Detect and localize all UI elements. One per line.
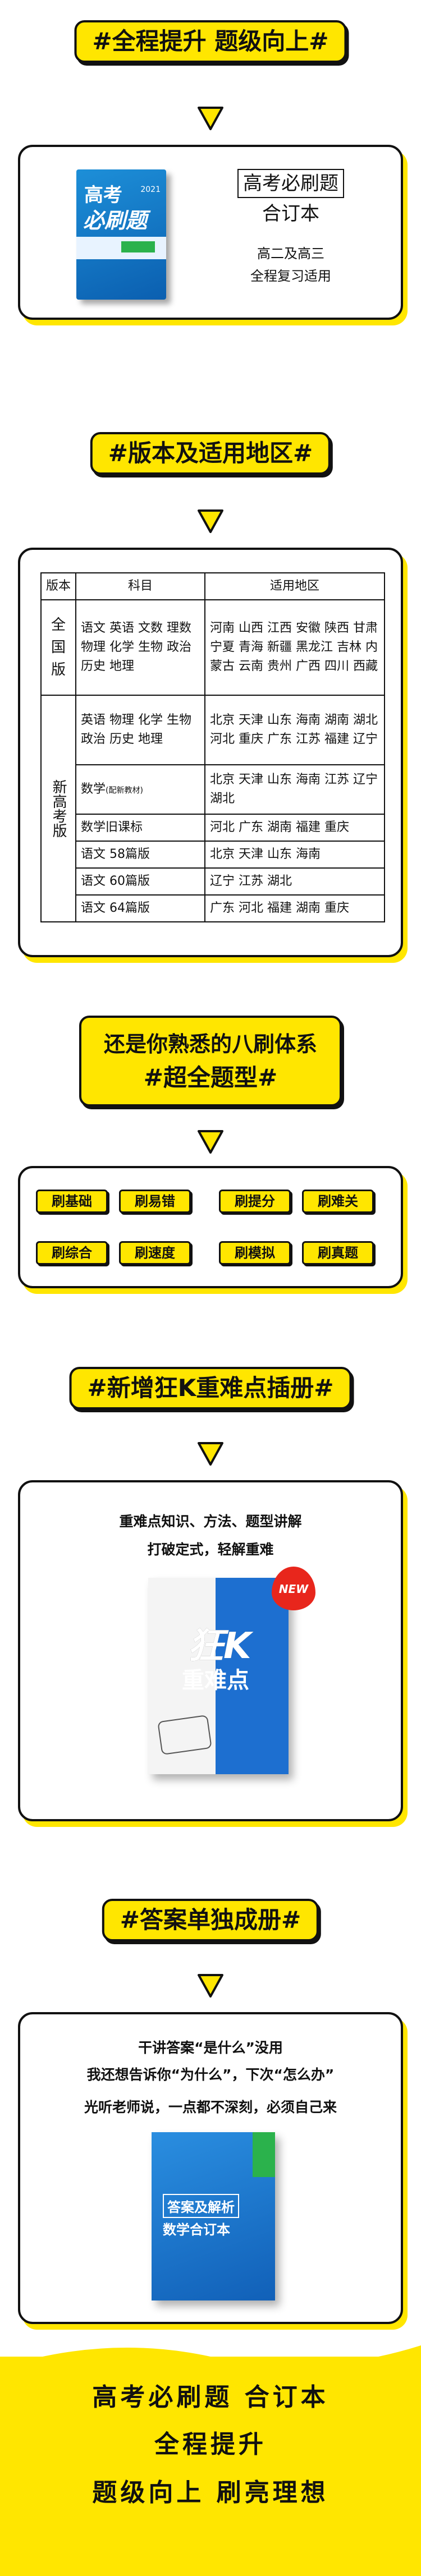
book-title-bottom: 必刷题: [83, 208, 148, 233]
tag-comprehensive: 刷综合: [36, 1241, 108, 1265]
footer-line-1: 高考必刷题 合订本: [92, 2383, 329, 2412]
tags-card: 刷基础 刷易错 刷提分 刷难关 刷综合 刷速度 刷模拟 刷真题: [18, 1166, 403, 1288]
footer-line-3: 题级向上 刷亮理想: [92, 2478, 329, 2507]
tag-score: 刷提分: [219, 1190, 291, 1213]
section-title-2: #版本及适用地区#: [90, 432, 331, 475]
tag-real: 刷真题: [302, 1241, 374, 1265]
section-title-3: 还是你熟悉的八刷体系 #超全题型#: [79, 1016, 342, 1106]
table-row: 语文 60篇版 辽宁 江苏 湖北: [41, 867, 385, 896]
regions-card: 版本 科目 适用地区 全国版 语文 英语 文数 理数 物理 化学 生物 政治 历…: [18, 548, 403, 957]
regions-table: 版本 科目 适用地区 全国版 语文 英语 文数 理数 物理 化学 生物 政治 历…: [40, 572, 385, 923]
product-card: 高考 2021 必刷题 高考必刷题 合订本 高二及高三 全程复习适用: [18, 145, 403, 320]
tag-basic: 刷基础: [36, 1190, 108, 1213]
insert-line-2: 打破定式，轻解重难: [147, 1541, 274, 1558]
section-title-5: #答案单独成册#: [102, 1899, 319, 1942]
table-row: 语文 64篇版 广东 河北 福建 湖南 重庆: [41, 894, 385, 923]
table-row: 语文 58篇版 北京 天津 山东 海南: [41, 841, 385, 869]
tag-hard: 刷难关: [302, 1190, 374, 1213]
table-row: 全国版 语文 英语 文数 理数 物理 化学 生物 政治 历史 地理 河南 山西 …: [40, 599, 385, 696]
footer-line-2: 全程提升: [154, 2430, 267, 2459]
card-subtitle-1: 高二及高三: [257, 246, 324, 261]
tag-mock: 刷模拟: [219, 1241, 291, 1265]
card-subtitle-2: 全程复习适用: [250, 268, 331, 284]
header-subject: 科目: [75, 572, 205, 601]
down-arrow-icon: [198, 509, 223, 533]
down-arrow-icon: [198, 1130, 223, 1154]
down-arrow-icon: [198, 1442, 223, 1466]
down-arrow-icon: [198, 1974, 223, 1998]
answers-line-3: 光听老师说，一点都不深刻，必须自己来: [84, 2099, 337, 2115]
wave-decoration: [0, 2345, 421, 2379]
table-row: 新高考版 英语 物理 化学 生物 政治 历史 地理 北京 天津 山东 海南 湖南…: [40, 695, 385, 923]
book-cover-image: 高考 2021 必刷题: [76, 169, 166, 300]
insert-line-1: 重难点知识、方法、题型讲解: [119, 1513, 302, 1530]
answers-line-2: 我还想告诉你“为什么”，下次“怎么办”: [86, 2067, 335, 2083]
card-title: 高考必刷题 合订本: [229, 168, 353, 229]
footer-band: [0, 2357, 421, 2576]
answers-line-1: 干讲答案“是什么”没用: [138, 2040, 283, 2056]
header-version: 版本: [40, 572, 76, 601]
table-row: 数学旧课标 河北 广东 湖南 福建 重庆: [41, 814, 385, 842]
table-row: 数学(配新教材) 北京 天津 山东 海南 江苏 辽宁 湖北: [41, 764, 385, 815]
down-arrow-icon: [198, 107, 223, 130]
tag-speed: 刷速度: [119, 1241, 191, 1265]
flame-icon: NEW: [272, 1567, 315, 1610]
insert-book-image: 狂K 重难点: [148, 1578, 289, 1774]
section-title-4: #新增狂K重难点插册#: [69, 1367, 352, 1410]
answers-book-image: 答案及解析 数学合订本: [152, 2132, 275, 2301]
book-title-top: 高考: [84, 184, 122, 206]
tag-mistakes: 刷易错: [119, 1190, 191, 1213]
header-regions: 适用地区: [204, 572, 385, 601]
section-title-1: #全程提升 题级向上#: [74, 20, 347, 63]
answers-card: 干讲答案“是什么”没用 我还想告诉你“为什么”，下次“怎么办” 光听老师说，一点…: [18, 2012, 403, 2324]
insert-card: 重难点知识、方法、题型讲解 打破定式，轻解重难 狂K 重难点 NEW: [18, 1480, 403, 1821]
book-year: 2021: [140, 185, 161, 194]
